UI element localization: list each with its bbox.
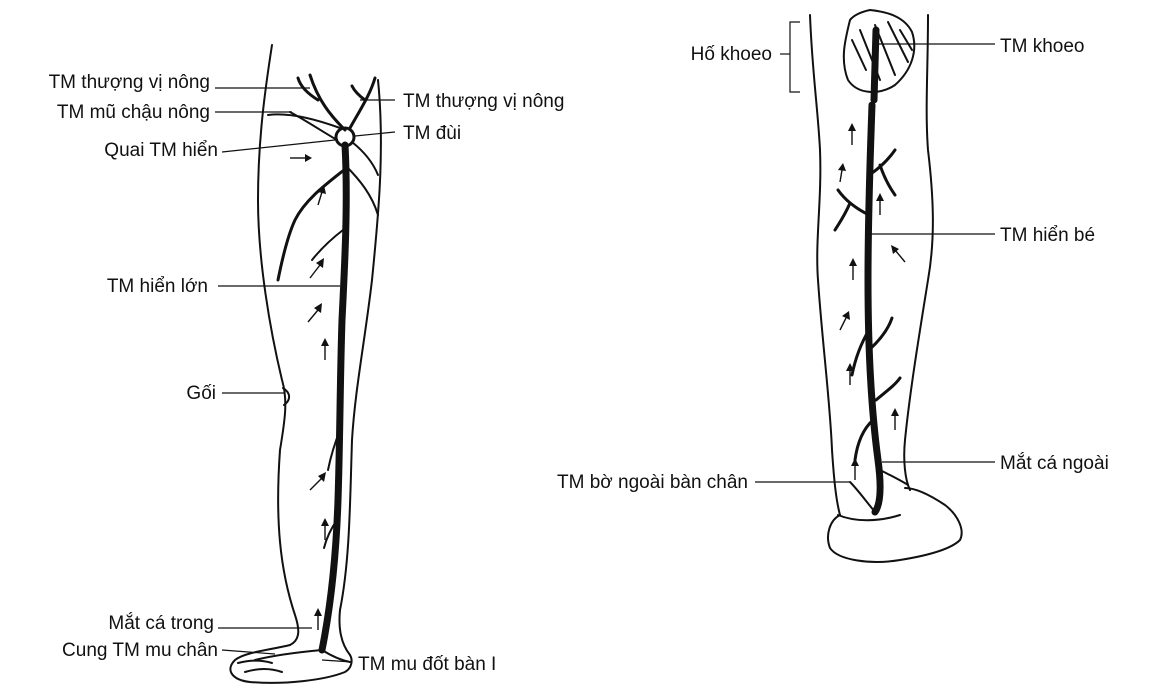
great-saphenous-vein <box>322 145 346 650</box>
label-popliteal-vein: TM khoeo <box>1000 36 1084 57</box>
label-medial-malleolus: Mắt cá trong <box>108 612 214 634</box>
right-leg-outline-right <box>904 15 933 490</box>
left-leg-figure <box>230 45 381 683</box>
dorsal-venous-arch <box>255 650 322 660</box>
thigh-tributary-1 <box>278 170 344 280</box>
thigh-tributary-2 <box>345 165 378 215</box>
label-femoral-vein: TM đùi <box>403 123 461 144</box>
left-label-group: TM thượng vị nông TM mũ chậu nông Quai T… <box>49 72 218 661</box>
popliteal-fossa-hatching <box>852 22 912 80</box>
label-lateral-marginal-vein: TM bờ ngoài bàn chân <box>557 472 748 493</box>
popliteal-fossa-bracket <box>780 22 800 92</box>
left-right-label-group: TM thượng vị nông TM đùi TM mu đốt bàn I <box>358 91 564 675</box>
right-calf-tributary-1 <box>835 190 869 230</box>
label-superficial-circumflex-iliac: TM mũ chậu nông <box>57 102 210 123</box>
small-saphenous-vein <box>868 105 880 512</box>
left-leg-outline-lateral <box>258 45 298 645</box>
label-popliteal-fossa: Hố khoeo <box>691 44 772 65</box>
superficial-circumflex-iliac-branch <box>290 112 337 140</box>
lateral-marginal-vein <box>850 482 875 512</box>
left-groin-outline <box>268 114 340 128</box>
superficial-epigastric-branch-right <box>350 78 375 128</box>
leader-saphenous-arch <box>222 140 335 152</box>
right-leg-figure <box>810 10 962 562</box>
label-superficial-epigastric-left: TM thượng vị nông <box>49 72 210 93</box>
left-leader-lines <box>215 88 395 662</box>
label-saphenous-arch: Quai TM hiển <box>104 140 218 161</box>
femoral-vein <box>352 142 378 175</box>
leader-femoral-vein <box>355 132 395 136</box>
label-lateral-malleolus: Mắt cá ngoài <box>1000 452 1109 474</box>
right-leg-outline-left <box>810 15 840 515</box>
label-first-dorsal-metatarsal-vein: TM mu đốt bàn I <box>358 654 496 675</box>
label-dorsal-venous-arch: Cung TM mu chân <box>62 640 218 661</box>
label-small-saphenous-vein: TM hiển bé <box>1000 225 1095 246</box>
label-great-saphenous-vein: TM hiển lớn <box>107 276 208 297</box>
right-ankle-tributary <box>880 470 908 485</box>
thigh-tributary-3 <box>312 230 343 260</box>
label-knee: Gối <box>186 383 216 404</box>
right-foot-outline <box>828 488 962 562</box>
left-flow-arrows <box>290 154 329 630</box>
label-superficial-epigastric-right: TM thượng vị nông <box>403 91 564 112</box>
left-foot-outline <box>230 645 351 683</box>
left-toes <box>238 661 282 672</box>
popliteal-vein <box>874 30 876 100</box>
right-label-group: Hố khoeo TM khoeo TM hiển bé Mắt cá ngoà… <box>557 36 1109 493</box>
right-heel <box>838 515 900 520</box>
